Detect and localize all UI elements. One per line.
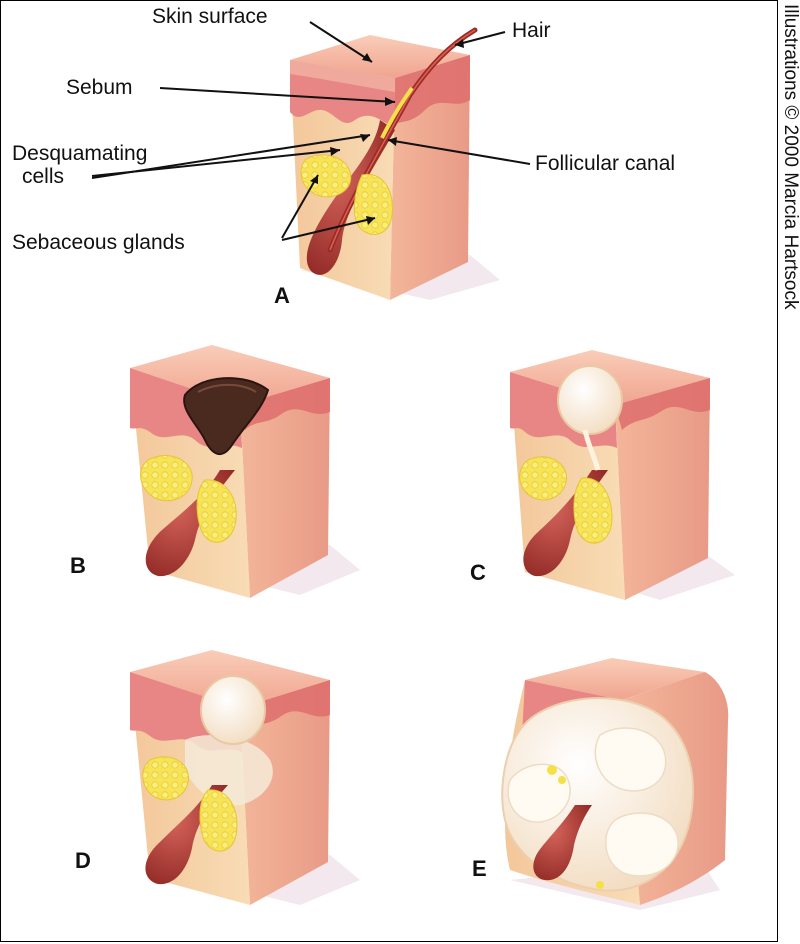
panel-label-a: A: [274, 283, 290, 308]
label-desquamating-line2: cells: [22, 165, 65, 188]
illustration-credit: Illustrations © 2000 Marcia Hartsock: [779, 0, 800, 944]
panel-label-d: D: [75, 848, 91, 873]
panel-label-e: E: [472, 856, 487, 881]
panel-c-whitehead-block: [510, 350, 735, 600]
label-desquamating-line1: Desquamating: [12, 142, 148, 165]
panel-a-skin-block: [290, 27, 500, 300]
panel-e-cyst-block: [501, 658, 729, 910]
panel-d-papule-block: [130, 650, 360, 905]
panel-label-b: B: [70, 553, 86, 578]
label-follicular-canal: Follicular canal: [535, 152, 676, 175]
credit-text: Illustrations © 2000 Marcia Hartsock: [780, 4, 800, 310]
panel-b-blackhead-block: [130, 345, 360, 598]
label-skin-surface: Skin surface: [152, 5, 268, 28]
panel-label-c: C: [470, 560, 486, 585]
label-arrowheads: [310, 39, 464, 225]
label-sebum: Sebum: [66, 76, 133, 99]
label-sebaceous-glands: Sebaceous glands: [12, 231, 185, 254]
label-hair: Hair: [512, 19, 551, 42]
